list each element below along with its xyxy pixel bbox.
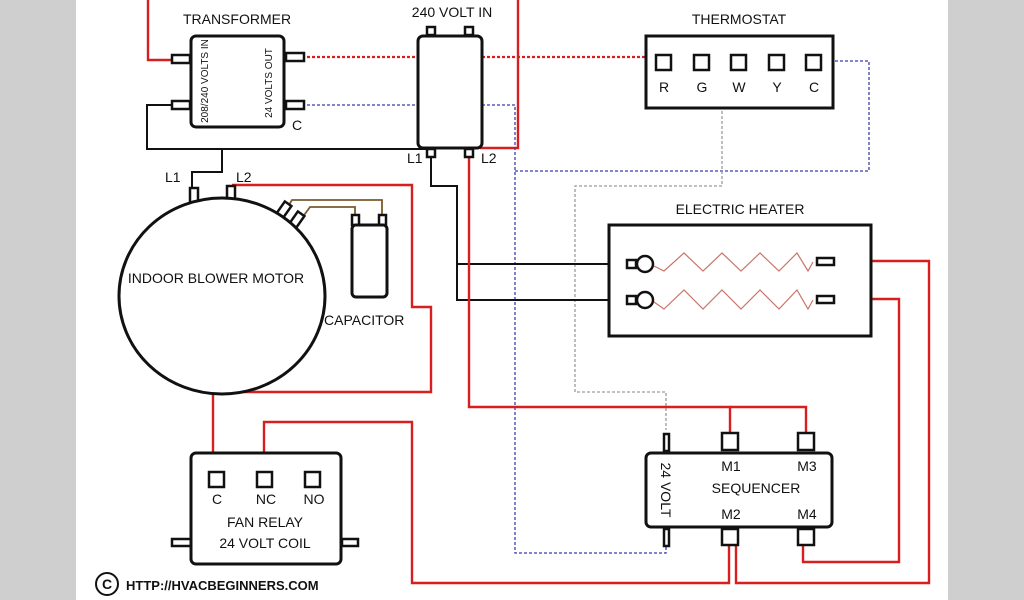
wire-capacitor-lead-2 (301, 206, 356, 219)
heater-element-2-right-terminal (815, 294, 836, 305)
thermostat-terminal-r (654, 53, 673, 72)
thermostat-terminal-y (767, 53, 786, 72)
heater-body (607, 223, 873, 338)
wire-fan-relay-nc-to-sequencer-m2 (262, 420, 731, 585)
copyright-symbol-glyph: C (102, 576, 112, 592)
supply-l2-label: L2 (481, 150, 497, 166)
sequencer-terminal-m3-label: M3 (797, 458, 817, 474)
wire-l2-to-sequencer-m1 (467, 158, 732, 432)
thermostat-terminal-r-label: R (659, 79, 669, 95)
footer-url[interactable]: HTTP://HVACBEGINNERS.COM (126, 578, 319, 593)
thermostat-terminal-c (804, 53, 823, 72)
thermostat-terminal-w-label: W (732, 79, 746, 95)
fan-relay-coil-terminal-right (340, 537, 360, 548)
motor-body (117, 196, 327, 396)
sequencer: 24 VOLT M1 M3 SEQUENCER M2 M4 (644, 431, 834, 548)
motor-l2-label: L2 (236, 169, 252, 185)
motor-l1-label: L1 (165, 169, 181, 185)
sequencer-body (644, 451, 834, 529)
footer: C HTTP://HVACBEGINNERS.COM (95, 572, 319, 596)
transformer-label: TRANSFORMER (183, 11, 291, 27)
supply-240v: 240 VOLT IN L1 L2 (407, 4, 497, 166)
supply-terminal-l2 (463, 147, 475, 159)
fan-relay-coil-terminal-left (170, 537, 193, 548)
heater-element-1-coil (653, 252, 814, 273)
heater-label: ELECTRIC HEATER (676, 201, 805, 217)
wire-transformer-line-in (146, 0, 176, 62)
transformer-in-label: 208/240 VOLTS IN (200, 39, 211, 123)
fan-relay: C NC NO FAN RELAY 24 VOLT COIL (170, 451, 360, 566)
wire-supply-l2-feed (480, 0, 520, 150)
motor-label: INDOOR BLOWER MOTOR (128, 270, 304, 286)
transformer-terminal-out-24v (284, 51, 306, 63)
wire-l1-to-heater-2 (456, 264, 628, 301)
thermostat-terminal-g-label: G (697, 79, 708, 95)
capacitor-body (350, 223, 389, 299)
transformer-terminal-common (284, 99, 306, 111)
sequencer-terminal-m4 (796, 527, 816, 547)
heater-element-1-right-terminal (815, 256, 836, 267)
supply-terminal-l1 (425, 147, 437, 159)
fan-relay-terminal-nc-label: NC (256, 491, 276, 507)
wire-thermostat-w-to-sequencer (574, 61, 723, 430)
electric-heater: ELECTRIC HEATER (607, 201, 873, 338)
transformer-terminal-in-1 (170, 53, 192, 65)
transformer-common-label: C (292, 117, 302, 133)
heater-element-1-left-terminal (625, 258, 638, 270)
transformer: TRANSFORMER 208/240 VOLTS IN 24 VOLTS OU… (170, 11, 306, 133)
capacitor: CAPACITOR (324, 213, 404, 328)
sequencer-terminal-m2-label: M2 (721, 506, 741, 522)
thermostat-terminal-c-label: C (809, 79, 819, 95)
capacitor-label: CAPACITOR (324, 312, 404, 328)
thermostat: THERMOSTAT R G W Y C (644, 11, 835, 110)
sequencer-terminal-m1-label: M1 (721, 458, 741, 474)
transformer-out-label: 24 VOLTS OUT (264, 48, 275, 118)
fan-relay-label-line2: 24 VOLT COIL (219, 535, 311, 551)
supply-label: 240 VOLT IN (412, 4, 492, 20)
supply-l1-label: L1 (407, 150, 423, 166)
heater-element-2-connector (635, 290, 655, 310)
transformer-terminal-in-2 (170, 99, 192, 111)
heater-element-2-left-terminal (625, 294, 638, 306)
wire-to-sequencer-m3 (730, 405, 808, 432)
fan-relay-terminal-c (207, 470, 226, 489)
thermostat-terminal-y-label: Y (772, 79, 782, 95)
sequencer-terminal-m2 (720, 527, 740, 547)
wire-l1-to-heater-1 (430, 158, 628, 265)
sequencer-terminal-m4-label: M4 (797, 506, 817, 522)
thermostat-body (644, 34, 835, 110)
wire-common-to-thermostat-c (515, 60, 870, 172)
transformer-body (189, 34, 286, 129)
thermostat-label: THERMOSTAT (692, 11, 787, 27)
heater-element-2-coil (653, 289, 814, 311)
fan-relay-label-line1: FAN RELAY (227, 514, 304, 530)
thermostat-terminal-g (692, 53, 711, 72)
fan-relay-terminal-nc (255, 470, 274, 489)
copyright-icon (95, 572, 119, 596)
sequencer-terminal-m1 (720, 431, 740, 452)
supply-terminal-top-2 (463, 25, 475, 37)
fan-relay-terminal-no-label: NO (304, 491, 325, 507)
fan-relay-terminal-c-label: C (212, 491, 222, 507)
heater-element-1-connector (635, 254, 655, 274)
wire-bus-to-motor-l1 (191, 149, 223, 190)
sequencer-coil-terminal-bottom (662, 527, 671, 548)
sequencer-coil-terminal-top (662, 432, 671, 453)
fan-relay-terminal-no (303, 470, 322, 489)
supply-terminal-top-1 (425, 25, 437, 37)
sequencer-label: SEQUENCER (712, 480, 801, 496)
sequencer-coil-label: 24 VOLT (658, 463, 674, 518)
supply-body (416, 34, 484, 150)
blower-motor: L1 L2 INDOOR BLOWER MOTOR (117, 169, 327, 396)
fan-relay-body (189, 451, 343, 566)
wire-heater-1-to-sequencer (734, 259, 931, 585)
sequencer-terminal-m3 (796, 431, 816, 452)
wire-heater-2-to-sequencer-m4 (801, 297, 901, 564)
thermostat-terminal-w (729, 53, 748, 72)
